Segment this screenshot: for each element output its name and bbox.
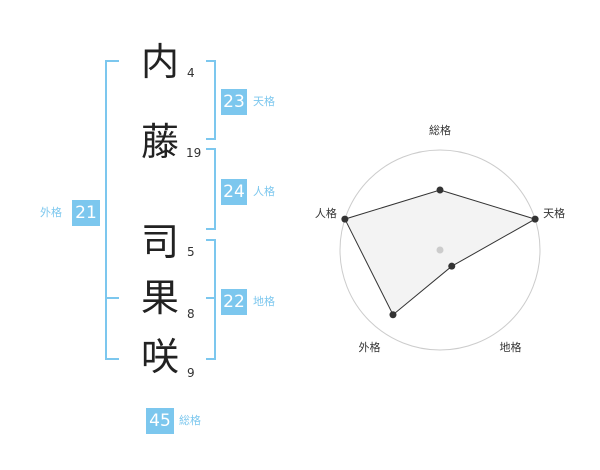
chikaku-badge: 22 [221,289,247,315]
radar-point-1 [531,215,539,223]
tenkaku-badge: 23 [221,89,247,115]
radar-points [341,186,539,319]
stroke-count-1: 4 [187,66,195,80]
stroke-count-2: 19 [186,146,202,160]
name-char-4: 果 [140,276,179,320]
tenkaku-label: 天格 [253,95,275,108]
tenkaku-bracket [206,60,216,140]
name-char-3: 司 [140,220,179,264]
name-char-5: 咲 [140,335,179,379]
radar-axis-label-0: 総格 [429,123,451,137]
chikaku-bracket-tick [206,297,216,299]
gaikaku-bracket-tick [105,297,119,299]
radar-point-3 [389,311,397,319]
gaikaku-badge: 21 [72,200,100,226]
radar-center-dot [436,246,444,254]
radar-axis-label-3: 外格 [358,340,380,354]
name-char-2: 藤 [140,120,179,164]
radar-axis-label-4: 人格 [315,206,337,220]
gaikaku-label: 外格 [40,206,62,219]
jinkaku-badge: 24 [221,179,247,205]
name-char-1: 内 [140,40,179,84]
radar-point-2 [448,262,456,270]
radar-point-0 [436,186,444,194]
stroke-count-3: 5 [187,245,195,259]
stroke-count-5: 9 [187,366,195,380]
jinkaku-label: 人格 [253,185,275,198]
gaikaku-bracket [105,60,119,360]
radar-axis-label-1: 天格 [543,206,565,220]
soukaku-label: 総格 [179,414,201,427]
radar-axis-label-2: 地格 [500,340,522,354]
chikaku-bracket [206,239,216,360]
jinkaku-bracket [206,148,216,230]
soukaku-badge: 45 [146,408,174,434]
stroke-count-4: 8 [187,307,195,321]
chikaku-label: 地格 [253,295,275,308]
radar-point-4 [341,215,349,223]
